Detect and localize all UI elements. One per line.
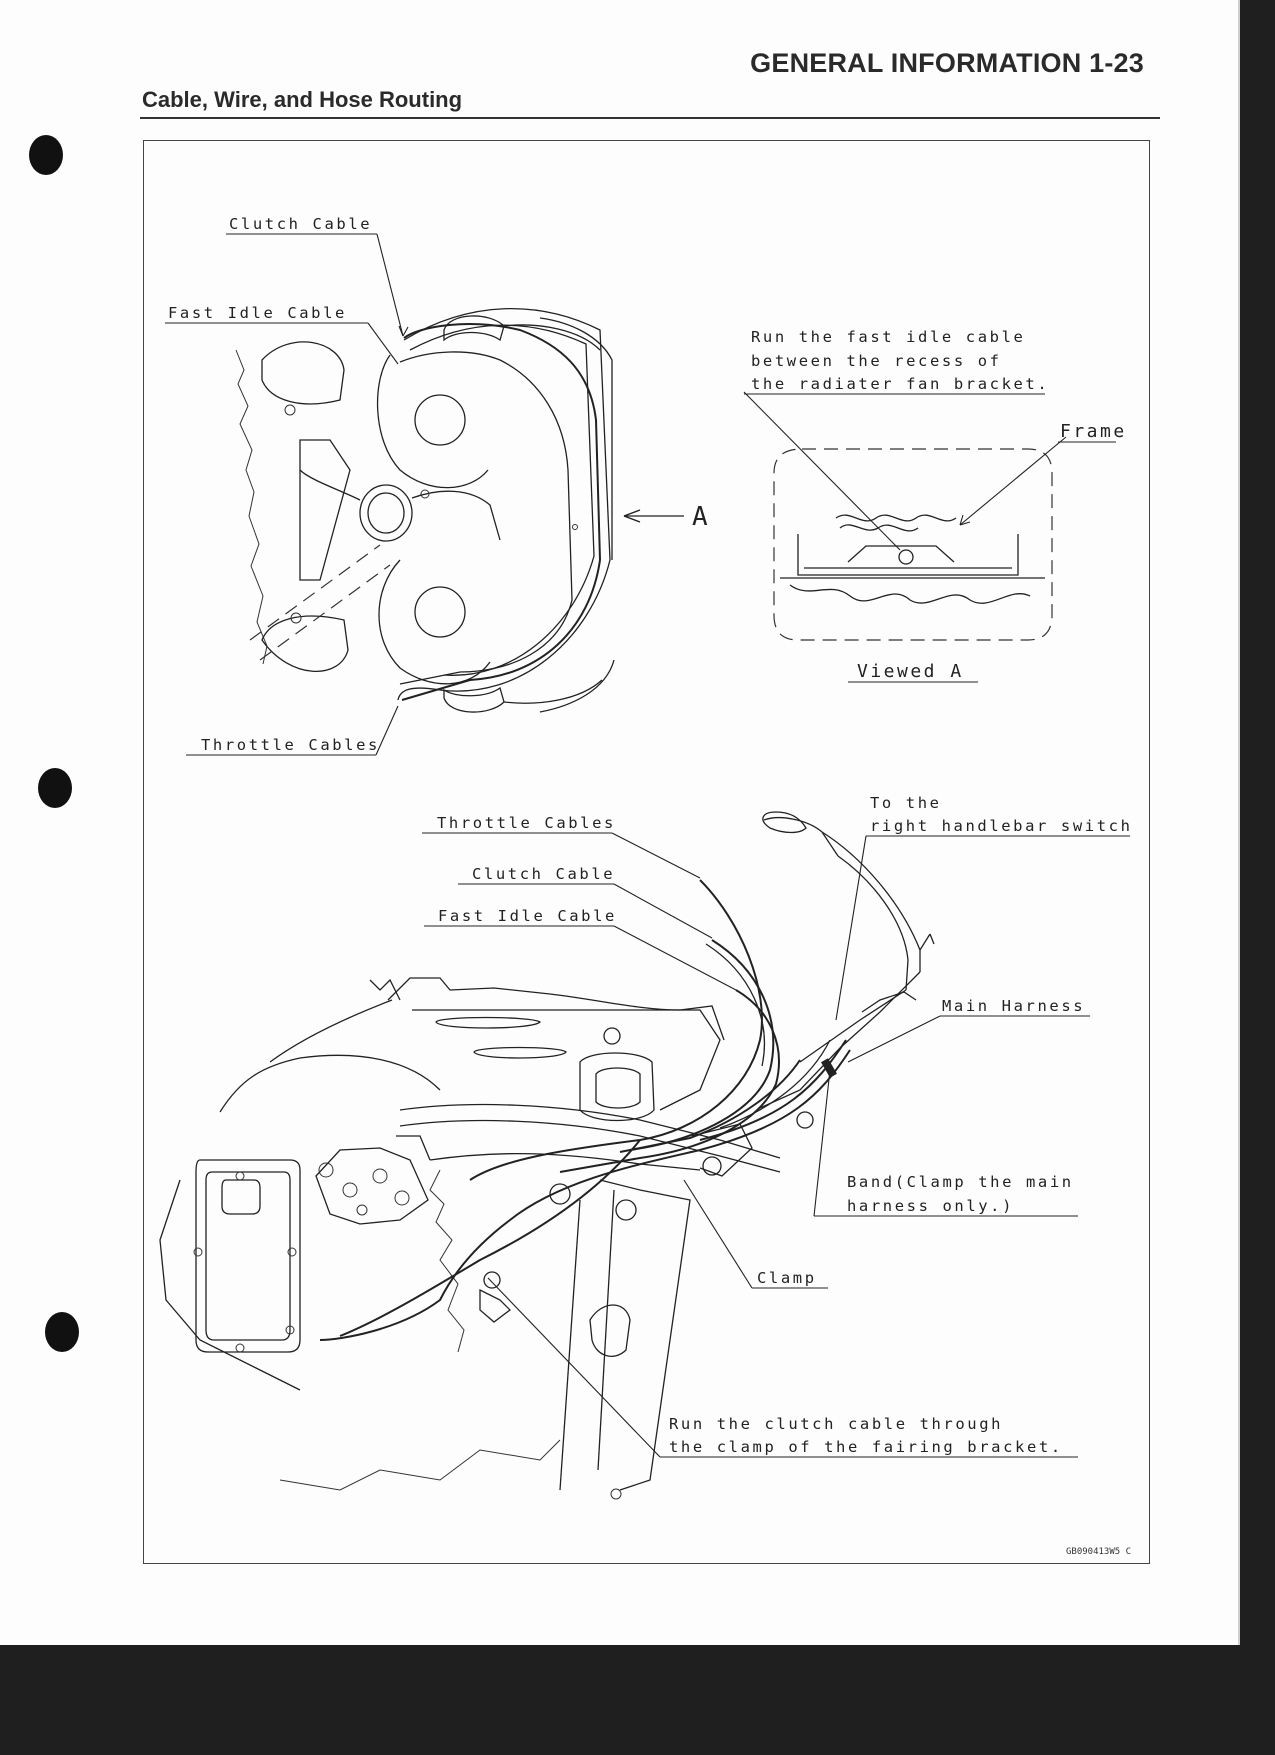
label-right-handlebar-switch: right handlebar switch — [870, 817, 1133, 835]
label-band-line2: harness only.) — [847, 1197, 1014, 1215]
label-viewed-a: Viewed A — [857, 661, 964, 682]
note-clutch-line1: Run the clutch cable through — [669, 1415, 1003, 1433]
bottom-figure: Throttle Cables Clutch Cable Fast Idle C… — [159, 794, 1133, 1500]
motorcycle-side-drawing — [159, 811, 935, 1500]
label-throttle-cables-top: Throttle Cables — [201, 736, 380, 754]
figure-frame — [143, 140, 1150, 1564]
label-clamp: Clamp — [757, 1269, 817, 1287]
section-title: Cable, Wire, and Hose Routing — [142, 87, 463, 112]
label-fast-idle-cable-bottom: Fast Idle Cable — [438, 907, 617, 925]
label-band-line1: Band(Clamp the main — [847, 1173, 1074, 1191]
note-fast-idle-line3: the radiater fan bracket. — [751, 375, 1049, 393]
top-figure: Clutch Cable Fast Idle Cable Throttle Ca… — [165, 215, 1127, 756]
figure-code: GB090413W5 C — [1066, 1547, 1131, 1557]
radiator-bracket-drawing — [235, 307, 615, 713]
binder-hole — [38, 768, 72, 808]
page-title: GENERAL INFORMATION 1-23 — [750, 48, 1144, 78]
manual-page: GENERAL INFORMATION 1-23 Cable, Wire, an… — [0, 0, 1240, 1645]
header-rule — [140, 117, 1160, 119]
label-main-harness: Main Harness — [942, 997, 1085, 1015]
label-clutch-cable-top: Clutch Cable — [229, 215, 372, 233]
routing-diagram: Clutch Cable Fast Idle Cable Throttle Ca… — [159, 215, 1133, 1557]
viewed-a-inset — [743, 391, 1067, 641]
note-fast-idle-line2: between the recess of — [751, 352, 1002, 370]
view-arrow-label: A — [692, 502, 708, 532]
label-throttle-cables-bottom: Throttle Cables — [437, 814, 616, 832]
note-fast-idle-line1: Run the fast idle cable — [751, 328, 1025, 346]
binder-hole — [45, 1312, 79, 1352]
label-to-the: To the — [870, 794, 942, 812]
harness-band — [821, 1058, 837, 1078]
note-clutch-line2: the clamp of the fairing bracket. — [669, 1438, 1063, 1456]
binder-hole — [29, 135, 63, 175]
fairing-bracket-clamp — [483, 1271, 501, 1289]
label-clutch-cable-bottom: Clutch Cable — [472, 865, 615, 883]
label-fast-idle-cable-top: Fast Idle Cable — [168, 304, 347, 322]
label-frame: Frame — [1060, 421, 1127, 442]
